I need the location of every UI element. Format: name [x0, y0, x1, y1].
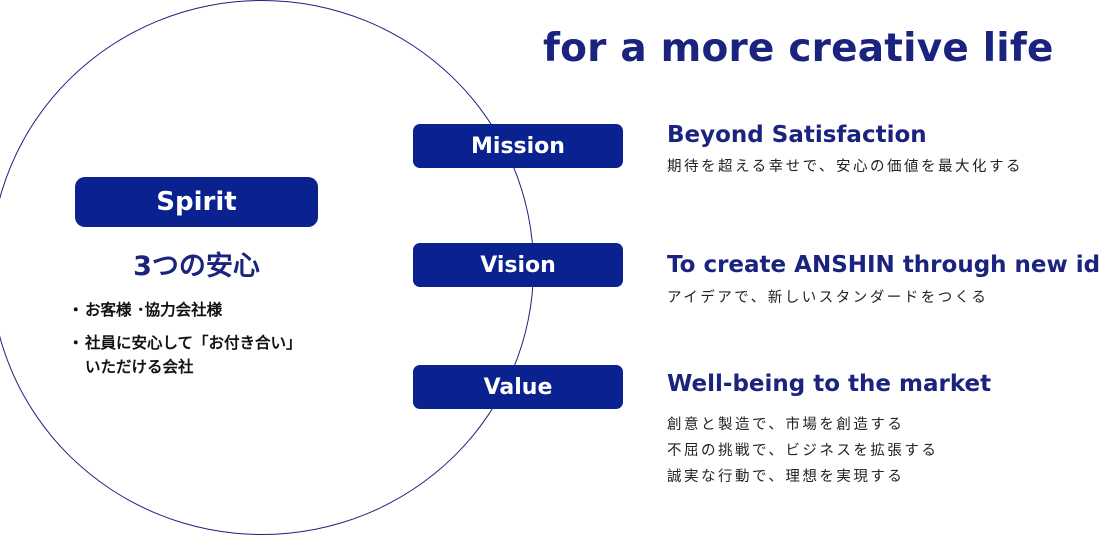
description-line: 誠実な行動で、理想を実現する	[667, 469, 905, 485]
tagline: for a more creative life	[543, 26, 1054, 71]
value-label-pill: Value	[413, 365, 623, 409]
mission-label-pill: Mission	[413, 124, 623, 168]
vision-label-pill: Vision	[413, 243, 623, 287]
description-line: 創意と製造で、市場を創造する	[667, 417, 905, 433]
spirit-label-pill: Spirit	[75, 177, 318, 227]
description-line: 期待を超える幸せで、安心の価値を最大化する	[667, 159, 1023, 175]
bullet-marker: ・	[68, 334, 84, 352]
mission-title: Beyond Satisfaction	[667, 122, 927, 148]
value-description: 創意と製造で、市場を創造する 不屈の挑戦で、ビジネスを拡張する 誠実な行動で、理…	[667, 412, 938, 490]
bullet-marker: ・	[68, 301, 84, 319]
spirit-bullet-list: ・ お客様 ･協力会社様 ・ 社員に安心して「お付き合い」 いただける会社	[65, 298, 302, 388]
list-item: ・ 社員に安心して「お付き合い」 いただける会社	[65, 331, 302, 379]
bullet-text: 社員に安心して「お付き合い」 いただける会社	[85, 334, 302, 376]
description-line: アイデアで、新しいスタンダードをつくる	[667, 290, 989, 306]
bullet-text: お客様 ･協力会社様	[85, 301, 223, 319]
list-item: ・ お客様 ･協力会社様	[65, 298, 302, 322]
vision-title: To create ANSHIN through new ideas	[667, 252, 1100, 278]
spirit-title: 3つの安心	[133, 251, 260, 282]
mission-description: 期待を超える幸せで、安心の価値を最大化する	[667, 154, 1023, 180]
value-title: Well-being to the market	[667, 371, 992, 397]
description-line: 不屈の挑戦で、ビジネスを拡張する	[667, 443, 939, 459]
vision-description: アイデアで、新しいスタンダードをつくる	[667, 285, 988, 311]
